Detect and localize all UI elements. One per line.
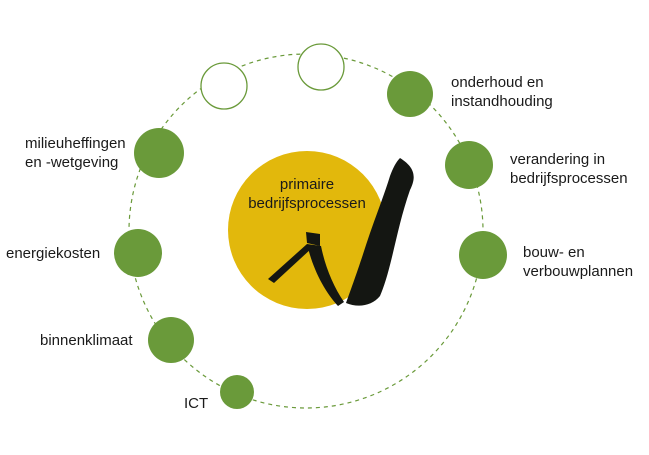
node-verandering [445,141,493,189]
label-verandering: verandering in bedrijfsprocessen [510,150,628,188]
label-energie-line1: energiekosten [6,245,101,262]
label-milieu: milieuheffingen en -wetgeving [25,134,126,172]
label-verandering-line1: verandering in [510,151,606,168]
center-circle [228,151,386,309]
label-milieu-line1: milieuheffingen [25,135,126,152]
label-bouw: bouw- en verbouwplannen [523,243,633,281]
label-energie: energiekosten [6,244,100,263]
label-ict: ICT [184,394,208,413]
label-milieu-line2: en -wetgeving [25,154,119,171]
node-binnenklimaat [148,317,194,363]
tie-and-ribbon-icon [268,158,414,306]
node-energie [114,229,162,277]
label-onderhoud: onderhoud en instandhouding [451,73,553,111]
label-binnenklimaat-line1: binnenklimaat [40,332,133,349]
label-onderhoud-line2: instandhouding [451,93,553,110]
center-title: primaire bedrijfsprocessen [232,175,382,213]
empty-node-1 [200,62,248,110]
label-binnenklimaat: binnenklimaat [40,331,133,350]
center-title-line1: primaire [279,176,335,193]
node-milieu [134,128,184,178]
label-onderhoud-line1: onderhoud en [451,74,544,91]
node-onderhoud [387,71,433,117]
label-verandering-line2: bedrijfsprocessen [510,170,628,187]
empty-node-2 [297,43,345,91]
node-ict [220,375,254,409]
label-bouw-line1: bouw- en [523,244,585,261]
node-bouw [459,231,507,279]
center-title-line2: bedrijfsprocessen [248,195,366,212]
label-ict-line1: ICT [184,395,209,412]
label-bouw-line2: verbouwplannen [523,263,634,280]
